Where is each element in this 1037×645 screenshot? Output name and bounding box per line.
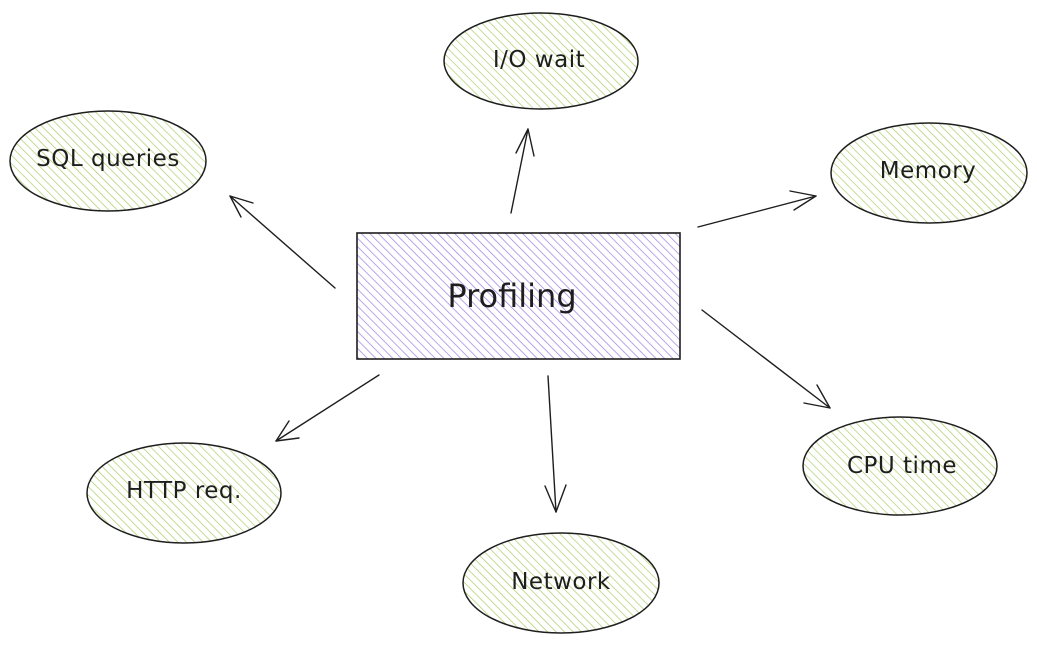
node-cpu-time-ellipse bbox=[802, 416, 998, 516]
node-network-label: Network bbox=[511, 569, 611, 595]
node-memory-label: Memory bbox=[880, 158, 977, 184]
node-io-wait-ellipse bbox=[443, 12, 639, 110]
node-http-req-ellipse bbox=[86, 442, 282, 544]
node-io-wait: I/O wait bbox=[443, 12, 639, 110]
node-http-req: HTTP req. bbox=[86, 442, 282, 544]
node-http-req-label: HTTP req. bbox=[126, 478, 242, 504]
node-cpu-time-label: CPU time bbox=[847, 453, 957, 479]
node-cpu-time: CPU time bbox=[802, 416, 998, 516]
node-sql-queries-ellipse bbox=[9, 110, 207, 212]
center-node-label: Profiling bbox=[447, 277, 576, 315]
arrow-to-memory bbox=[697, 190, 817, 228]
node-network: Network bbox=[462, 532, 660, 634]
arrow-to-sql-queries bbox=[229, 195, 336, 289]
node-memory-ellipse bbox=[830, 122, 1028, 224]
arrow-to-network bbox=[544, 375, 567, 513]
arrow-to-http-req bbox=[275, 374, 380, 442]
center-node-box bbox=[356, 232, 681, 360]
edges bbox=[229, 128, 831, 513]
node-io-wait-label: I/O wait bbox=[493, 47, 585, 73]
center-node: Profiling bbox=[356, 232, 681, 360]
node-memory: Memory bbox=[830, 122, 1028, 224]
arrow-to-cpu-time bbox=[701, 309, 831, 409]
node-sql-queries: SQL queries bbox=[9, 110, 207, 212]
node-network-ellipse bbox=[462, 532, 660, 634]
node-sql-queries-label: SQL queries bbox=[36, 146, 180, 172]
arrow-to-io-wait bbox=[510, 128, 535, 214]
